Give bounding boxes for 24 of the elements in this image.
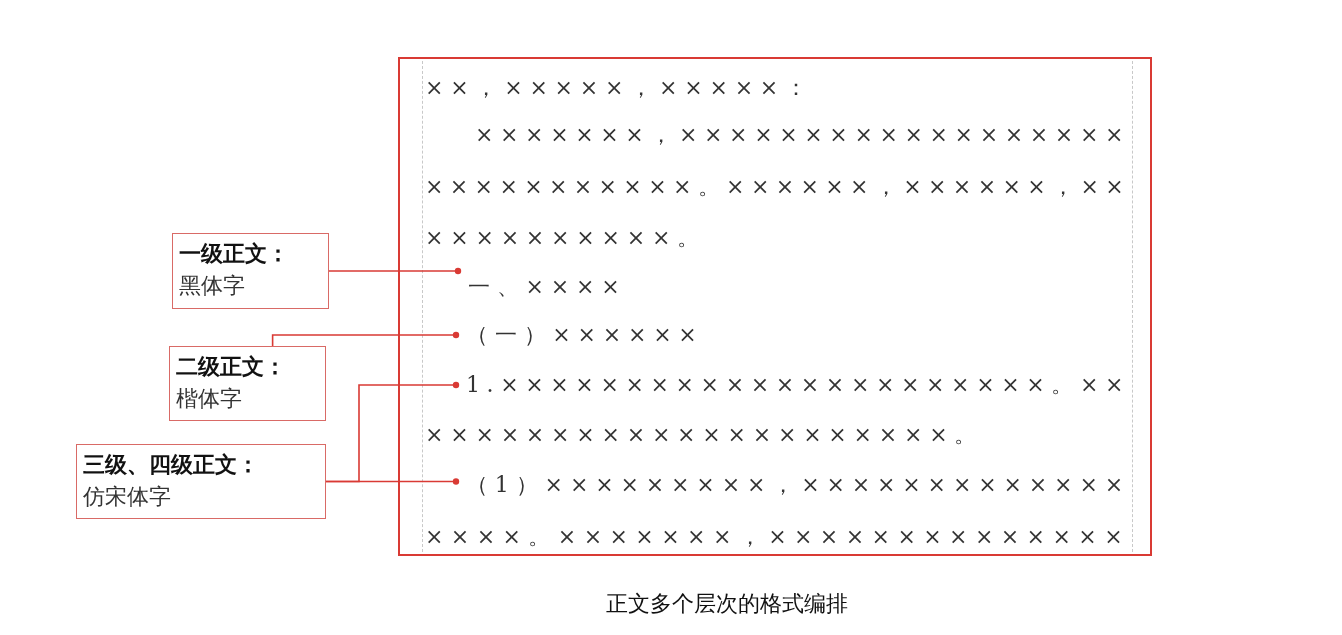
text-line: （1）×××××××××，×××××××××××××	[466, 470, 1130, 500]
text-line: ××××。×××××××，××××××××××××××	[425, 522, 1130, 552]
callout-box	[172, 233, 329, 309]
caption: 正文多个层次的格式编排	[606, 590, 848, 618]
callout-heading: 一级正文：	[179, 240, 290, 268]
leader-line	[325, 478, 460, 485]
callout-text: 仿宋体字	[83, 483, 172, 511]
text-line: ××，×××××，×××××：	[425, 73, 814, 103]
callout-box	[76, 444, 326, 519]
text-line: ×××××××，××××××××××××××××××	[475, 120, 1130, 150]
callout-text: 黑体字	[179, 272, 246, 300]
callout-heading: 三级、四级正文：	[83, 451, 260, 479]
text-line: ××××××××××。	[425, 223, 706, 253]
leader-line	[271, 331, 460, 347]
callout-box	[169, 346, 326, 421]
leader-line	[328, 267, 462, 275]
text-line: 1.××××××××××××××××××××××。××	[466, 370, 1130, 400]
text-line: ×××××××××××××××××××××。	[425, 420, 984, 450]
text-line: （一）××××××	[466, 320, 704, 350]
callout-text: 楷体字	[176, 385, 243, 413]
text-line: ×××××××××××。××××××，××××××，××	[425, 172, 1130, 202]
text-line: 一、××××	[468, 272, 627, 302]
callout-heading: 二级正文：	[176, 353, 287, 381]
page-frame	[398, 57, 1152, 556]
